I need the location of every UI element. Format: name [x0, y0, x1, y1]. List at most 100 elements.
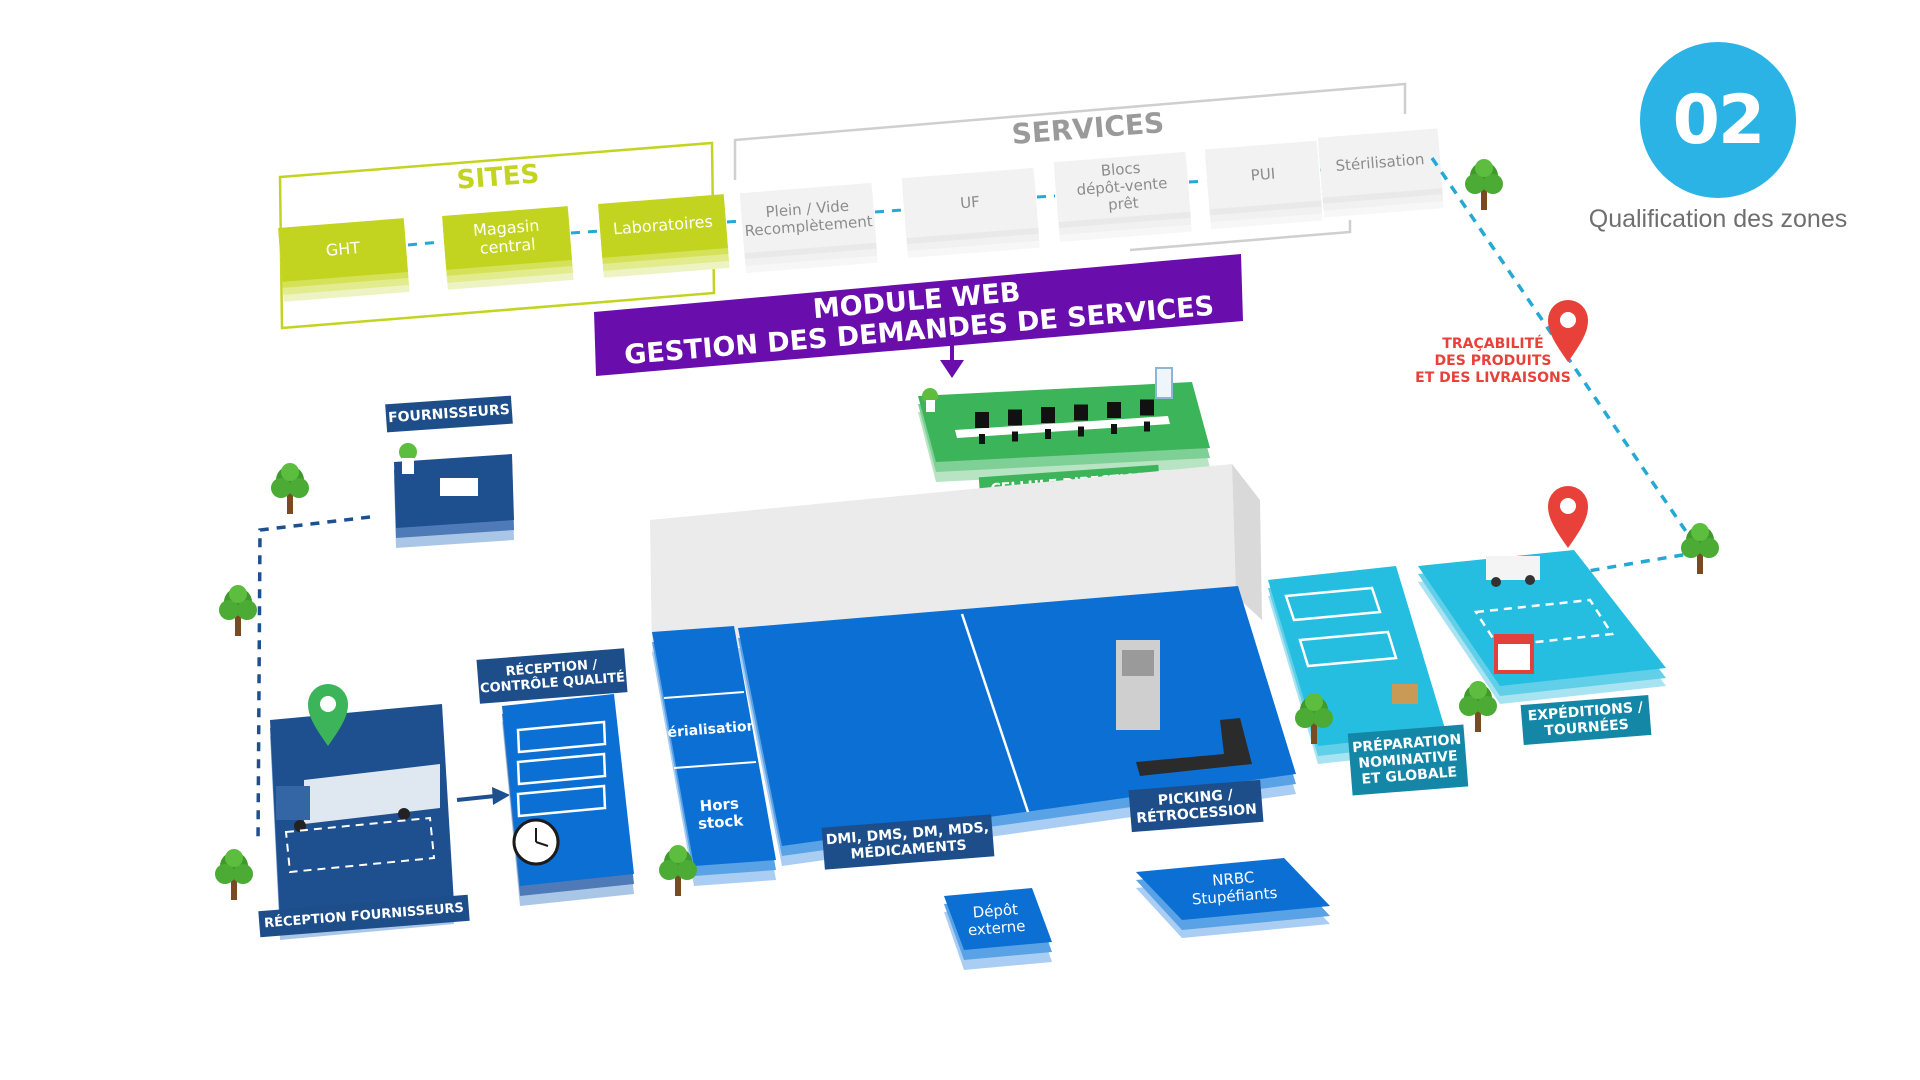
service-box-text: UF	[959, 193, 980, 212]
site-box-top	[442, 206, 572, 270]
tracabilite-pin-hole	[1560, 312, 1576, 328]
chair-icon	[1144, 421, 1150, 432]
plant-pot	[402, 458, 414, 474]
chair-icon	[1074, 404, 1088, 421]
tree	[1459, 681, 1497, 732]
tree-leaves	[1313, 708, 1333, 728]
reception-pin	[308, 684, 348, 746]
services-title: SERVICES	[1010, 106, 1165, 151]
expedition-pin-hole	[1560, 498, 1576, 514]
tree	[659, 845, 697, 896]
depot-text-line: externe	[967, 917, 1026, 939]
serial-top	[652, 626, 776, 866]
service-box-text-line: UF	[959, 193, 980, 212]
office-desk-icon	[440, 478, 478, 496]
tree-leaves	[1483, 174, 1503, 194]
tree	[1295, 693, 1333, 744]
tree-leaves	[229, 585, 247, 603]
step-badge: 02	[1640, 42, 1796, 198]
expeditions-label-bg	[1520, 695, 1652, 745]
expeditions-label-text-line: TOURNÉES	[1544, 716, 1630, 740]
tree-leaves	[1699, 538, 1719, 558]
tree-leaves	[677, 860, 697, 880]
dmi-label: DMI, DMS, DM, MDS,MÉDICAMENTS	[821, 814, 995, 870]
reception-pin-hole	[320, 696, 336, 712]
van-wheel	[1525, 575, 1535, 585]
site-link	[407, 240, 441, 247]
truck-wheel	[398, 808, 410, 820]
sites-title: SITES	[456, 159, 541, 195]
tree-leaves	[1477, 696, 1497, 716]
hors-stock-text-line: Hors	[699, 794, 740, 815]
service-box-top	[1053, 151, 1191, 223]
service-box-top	[739, 182, 877, 254]
service-box-text: PUI	[1250, 165, 1276, 185]
tree-leaves	[219, 600, 239, 620]
zone-divider	[673, 761, 757, 769]
expedition-pin	[1548, 486, 1588, 548]
tracabilite-text-line: TRAÇABILITÉ	[1442, 335, 1543, 352]
warehouse-wall-side	[1232, 464, 1262, 620]
tree-leaves	[1469, 681, 1487, 699]
services-frame	[733, 82, 1407, 180]
cellule-top	[918, 382, 1210, 462]
tree	[271, 463, 309, 514]
desk-surface	[955, 416, 1170, 438]
service-box-text-line: prêt	[1107, 194, 1139, 214]
chair-icon	[1111, 424, 1117, 434]
tree	[1681, 523, 1719, 574]
prep-top	[1268, 566, 1446, 746]
parking-marking	[284, 816, 436, 874]
picking-counter	[1136, 718, 1252, 776]
chair-icon	[975, 412, 989, 428]
tree-leaves	[1475, 159, 1493, 177]
service-link	[1188, 179, 1207, 184]
truck-wheel	[294, 820, 306, 832]
tree-leaves	[1305, 693, 1323, 711]
service-link	[874, 208, 904, 214]
plant-pot	[926, 400, 935, 412]
sites-title-line: SITES	[456, 159, 541, 195]
preparation-label-text-line: ET GLOBALE	[1361, 764, 1458, 787]
reception-f-label-bg	[258, 894, 470, 938]
service-box: PUI	[1204, 140, 1323, 230]
chair-icon	[979, 434, 985, 444]
tree-trunk	[675, 872, 681, 896]
tracabilite-text-line: ET DES LIVRAISONS	[1415, 370, 1571, 386]
service-box-top	[1204, 140, 1322, 210]
site-box-text-line: central	[479, 235, 536, 258]
parcel-icon	[1392, 684, 1418, 704]
tree-leaves	[215, 864, 235, 884]
service-link	[1036, 194, 1056, 199]
site-box: GHT	[278, 218, 410, 302]
service-box-top	[1317, 128, 1443, 198]
fournisseurs-label: FOURNISSEURS	[385, 395, 513, 433]
zone-divider	[663, 691, 745, 699]
chair-icon	[1107, 402, 1121, 418]
depot-top	[944, 888, 1052, 950]
tree-leaves	[669, 845, 687, 863]
services-title-line: SERVICES	[1010, 106, 1165, 151]
reception-pin-body	[308, 684, 348, 746]
tree	[219, 585, 257, 636]
site-link	[570, 229, 601, 235]
preparation-label-text-line: NOMINATIVE	[1358, 748, 1458, 772]
tracabilite-text-line: DES PRODUITS	[1435, 353, 1552, 369]
dmi-label-bg	[821, 814, 995, 870]
tree-leaves	[271, 478, 291, 498]
nrbc-text-line: NRBC	[1212, 868, 1255, 889]
tree-trunk	[1475, 708, 1481, 732]
reception-c-label-text-line: RÉCEPTION /	[505, 656, 598, 679]
tree-leaves	[1295, 708, 1315, 728]
whiteboard-icon	[1155, 367, 1173, 399]
services-frame	[1129, 220, 1352, 252]
tree-leaves	[1681, 538, 1701, 558]
serialisation-text-line: Sérialisation	[657, 718, 757, 742]
